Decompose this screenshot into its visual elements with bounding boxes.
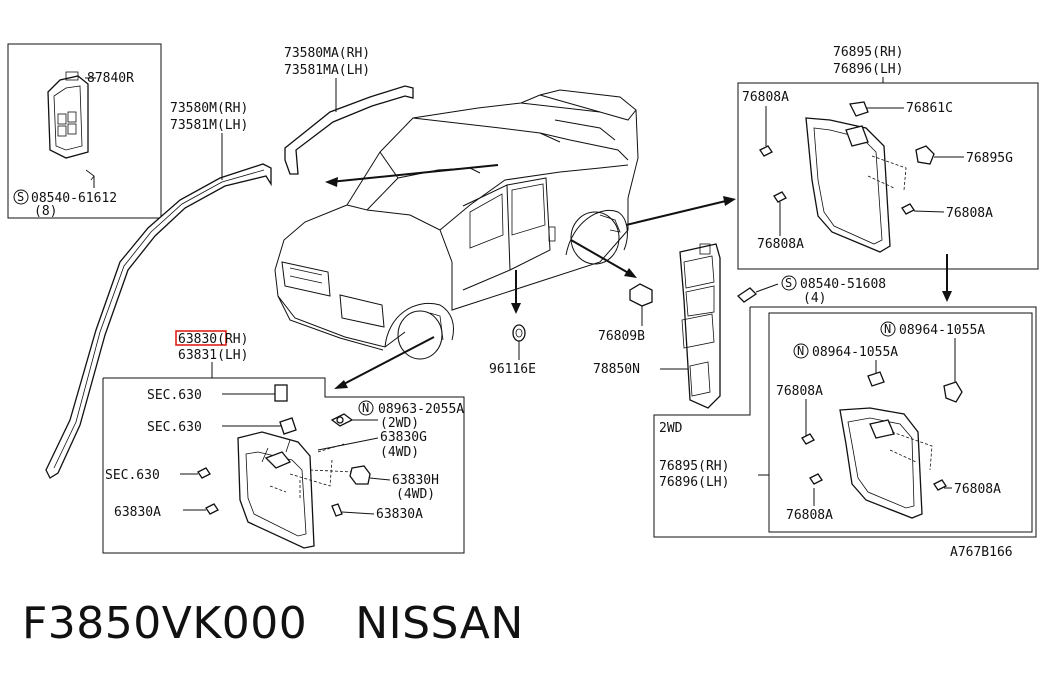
label-63830A-1: 63830A (114, 505, 161, 520)
label-76896: 76896(LH) (833, 62, 903, 77)
n-symbol-2: N (884, 322, 891, 336)
label-76895G: 76895G (966, 151, 1013, 166)
label-08964-1055A-2: 08964-1055A (812, 345, 898, 360)
label-08540-51608-qty: (4) (803, 291, 826, 306)
label-76808A-2: 76808A (946, 206, 993, 221)
label-63830G: 63830G (380, 430, 427, 445)
part-number: F3850VK000 (22, 598, 308, 649)
label-sec630-2: SEC.630 (147, 420, 202, 435)
part-76895-2wd-mudflap (801, 371, 963, 519)
callout-arrows (325, 164, 952, 389)
s-symbol: S (17, 190, 24, 204)
label-76896-b: 76896(LH) (659, 475, 729, 490)
screw-08540-51608 (736, 287, 758, 303)
outer-box-2wd (653, 306, 1037, 538)
label-76808A-4: 76808A (776, 384, 823, 399)
label-63830: 63830(RH) (178, 332, 248, 347)
label-73581MA: 73581MA(LH) (284, 63, 370, 78)
inset-box-76895 (737, 82, 1039, 270)
inset-box-63830 (102, 377, 465, 554)
label-63831: 63831(LH) (178, 348, 248, 363)
inset-box-2wd-flaps (768, 312, 1033, 533)
label-76809B: 76809B (598, 329, 645, 344)
label-4wd-1: (4WD) (380, 445, 419, 460)
label-sec630-1: SEC.630 (147, 388, 202, 403)
label-08540-51608: 08540-51608 (800, 277, 886, 292)
part-76809B (629, 283, 653, 307)
label-73580M: 73580M(RH) (170, 101, 248, 116)
label-76808A-1: 76808A (742, 90, 789, 105)
label-78850N: 78850N (593, 362, 640, 377)
label-76808A-3: 76808A (757, 237, 804, 252)
brand-name: NISSAN (355, 598, 524, 649)
part-63830-mudflap (197, 384, 371, 549)
label-2wd-section: 2WD (659, 421, 683, 436)
label-08963-2055A: 08963-2055A (378, 402, 464, 417)
label-76895-b: 76895(RH) (659, 459, 729, 474)
s-symbol-2: S (785, 276, 792, 290)
n-symbol-3: N (797, 344, 804, 358)
part-76895-mudflap (759, 101, 935, 253)
roof-molding-73580MA (284, 85, 414, 175)
diagram-code: A767B166 (950, 545, 1013, 560)
n-symbol-1: N (362, 401, 369, 415)
highlight-63830 (175, 330, 227, 346)
label-4wd-2: (4WD) (396, 487, 435, 502)
truck-illustration (274, 89, 639, 360)
label-96116E: 96116E (489, 362, 536, 377)
inset-box-87840R (7, 43, 162, 219)
roof-molding-73580M (45, 163, 272, 479)
label-76808A-6: 76808A (786, 508, 833, 523)
label-2wd: (2WD) (380, 416, 419, 431)
part-96116E (512, 324, 526, 342)
part-87840R: 87840R S 08540-61612 (8) (13, 71, 134, 219)
label-73581M: 73581M(LH) (170, 118, 248, 133)
part-78850N (679, 243, 721, 409)
label-76808A-5: 76808A (954, 482, 1001, 497)
label-08540-61612-qty: (8) (34, 204, 57, 219)
footer-caption: F3850VK000 NISSAN (22, 598, 524, 649)
label-08964-1055A-1: 08964-1055A (899, 323, 985, 338)
label-08540-61612: 08540-61612 (31, 191, 117, 206)
label-87840R: 87840R (87, 71, 134, 86)
label-76861C: 76861C (906, 101, 953, 116)
label-sec630-3: SEC.630 (105, 468, 160, 483)
label-63830H: 63830H (392, 473, 439, 488)
label-76895: 76895(RH) (833, 45, 903, 60)
label-73580MA: 73580MA(RH) (284, 46, 370, 61)
label-63830A-2: 63830A (376, 507, 423, 522)
